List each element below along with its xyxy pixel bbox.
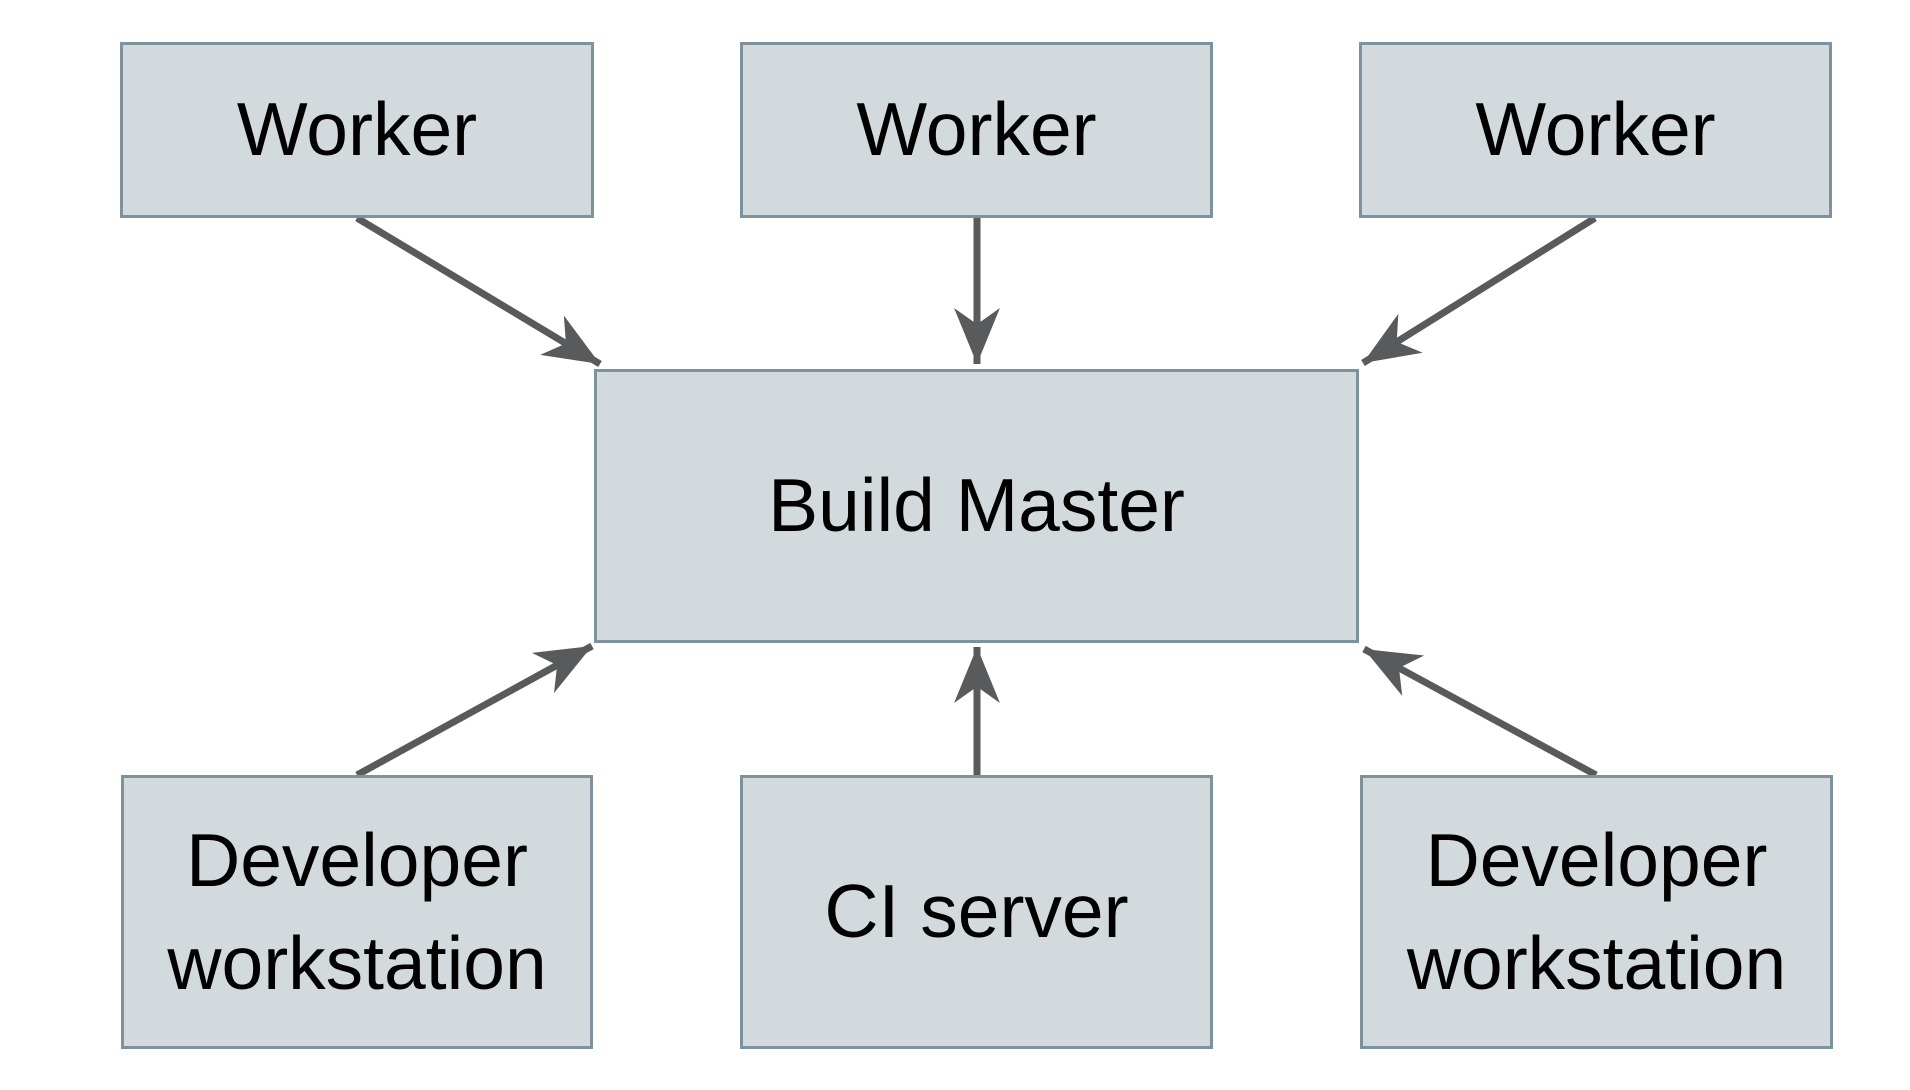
node-ci-server: CI server — [740, 775, 1213, 1049]
node-developer-workstation-left-label: Developer workstation — [167, 817, 547, 1006]
node-worker-2: Worker — [740, 42, 1213, 218]
node-worker-2-label: Worker — [856, 87, 1097, 172]
node-worker-1: Worker — [120, 42, 594, 218]
node-build-master-label: Build Master — [768, 463, 1185, 548]
node-ci-server-label: CI server — [824, 869, 1129, 954]
node-build-master: Build Master — [594, 369, 1359, 643]
arrow-developer-workstation-right-to-build-master — [1362, 645, 1598, 779]
arrow-worker-1-to-build-master — [355, 214, 602, 368]
node-developer-workstation-right: Developer workstation — [1360, 775, 1833, 1049]
arrow-developer-workstation-left-to-build-master — [355, 642, 594, 779]
node-worker-1-label: Worker — [236, 87, 478, 172]
node-developer-workstation-left: Developer workstation — [121, 775, 593, 1049]
node-worker-3: Worker — [1359, 42, 1832, 218]
node-developer-workstation-right-label: Developer workstation — [1406, 817, 1787, 1006]
node-worker-3-label: Worker — [1475, 87, 1716, 172]
arrow-worker-3-to-build-master — [1361, 215, 1597, 366]
